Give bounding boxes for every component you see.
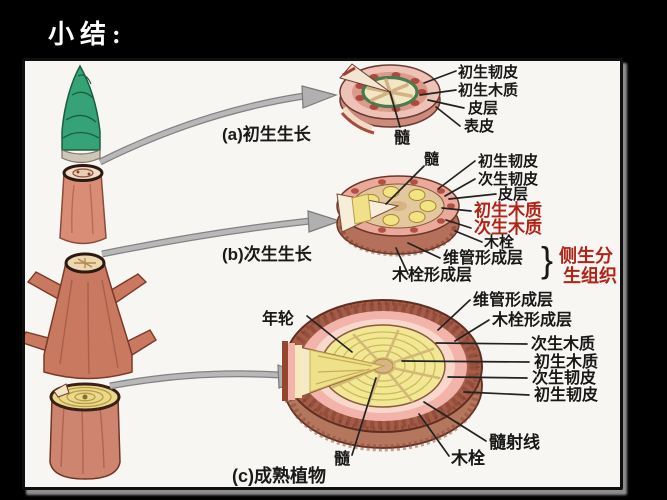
caption-section-b: (b)次生生长 — [222, 244, 313, 264]
label-a-cortex: 皮层 — [468, 99, 498, 117]
label-b-primary-phloem: 初生韧皮 — [478, 152, 538, 170]
cross-section-b — [336, 175, 460, 257]
label-b-cork-cambium: 木栓形成层 — [391, 265, 472, 284]
branched-stem-illustration — [25, 252, 157, 380]
trunk-illustration — [49, 382, 121, 480]
label-c-cork-cambium: 木栓形成层 — [491, 310, 572, 329]
label-b-secondary-xylem: 次生木质 — [474, 217, 542, 237]
label-c-vascular-cambium: 维管形成层 — [473, 290, 553, 309]
label-c-pith-ray: 髓射线 — [489, 432, 540, 452]
caption-section-c: (c)成熟植物 — [232, 465, 326, 486]
label-b-lateral-meristem-2: 生组织 — [563, 265, 617, 286]
labels-section-a: 髓 初生韧皮 初生木质 皮层 表皮 (a)初生生长 — [222, 63, 518, 147]
labels-section-b: 髓 初生韧皮 次生韧皮 皮层 初生木质 次生木质 木栓 维管形成层 木栓形成层 … — [222, 150, 617, 286]
label-c-cork: 木栓 — [450, 448, 485, 468]
label-b-cortex: 皮层 — [498, 185, 528, 203]
label-b-vascular-cambium: 维管形成层 — [443, 248, 523, 267]
label-a-primary-xylem: 初生木质 — [458, 81, 518, 99]
label-c-secondary-phloem: 次生韧皮 — [532, 368, 596, 387]
arrow-to-section-b — [101, 210, 342, 258]
diagram-panel: 髓 初生韧皮 初生木质 皮层 表皮 (a)初生生长 髓 初生韧皮 次生韧皮 皮层… — [22, 58, 623, 490]
stem-growth-diagram: 髓 初生韧皮 初生木质 皮层 表皮 (a)初生生长 髓 初生韧皮 次生韧皮 皮层… — [25, 63, 617, 486]
leader-lines — [306, 70, 530, 457]
label-a-epidermis: 表皮 — [464, 117, 494, 135]
labels-section-c: 年轮 维管形成层 木栓形成层 次生木质 初生木质 次生韧皮 初生韧皮 髓射线 木… — [232, 290, 598, 486]
shoot-tip-illustration — [61, 64, 101, 164]
label-c-secondary-xylem: 次生木质 — [531, 334, 595, 353]
label-c-primary-phloem: 初生韧皮 — [534, 385, 598, 404]
cross-section-c — [282, 299, 483, 452]
label-b-primary-xylem: 初生木质 — [474, 200, 542, 220]
young-stem-illustration — [59, 164, 107, 245]
label-c-primary-xylem: 初生木质 — [534, 352, 598, 371]
label-b-lateral-meristem-1: 侧生分 — [559, 245, 613, 266]
label-c-annual-rings: 年轮 — [262, 309, 294, 328]
label-b-cork: 木栓 — [483, 233, 514, 251]
arrow-to-section-a — [98, 85, 338, 166]
label-c-pith: 髓 — [334, 449, 351, 468]
label-a-primary-phloem: 初生韧皮 — [458, 63, 518, 81]
slide-title: 小结: — [48, 20, 127, 49]
cross-section-a — [339, 63, 441, 135]
caption-section-a: (a)初生生长 — [222, 124, 312, 144]
label-a-pith: 髓 — [394, 128, 411, 147]
label-b-pith: 髓 — [424, 150, 440, 168]
arrow-to-section-c — [109, 364, 312, 390]
label-b-secondary-phloem: 次生韧皮 — [478, 170, 538, 188]
brace-lateral-meristem: } — [541, 239, 553, 280]
